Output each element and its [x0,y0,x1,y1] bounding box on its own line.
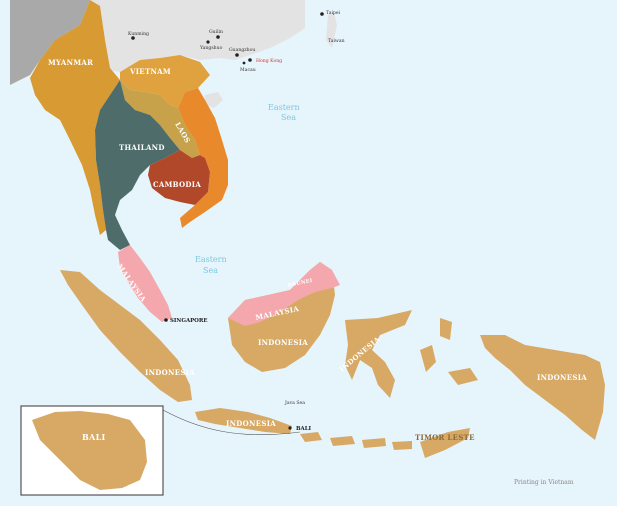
label-java-sea: Java Sea [284,400,305,406]
label-eastern-sea-north-1: Eastern [268,103,300,112]
lesser-sunda-islands [300,432,412,450]
south-asia-landmass [10,0,90,85]
peninsular-malaysia-region [118,245,172,322]
label-eastern-sea-north-2: Sea [281,113,296,122]
label-eastern-sea-south-2: Sea [203,266,218,275]
vietnam-south-region [178,88,228,228]
label-timor: TIMOR LESTE [415,433,475,442]
label-taipei: Taipei [326,10,341,16]
city-dot-kunming [131,36,135,40]
label-taiwan: Taiwan [328,38,345,44]
label-vietnam: VIETNAM [129,67,171,76]
city-dot-bali [288,426,292,430]
inset-pointer-line [162,409,301,436]
city-dot-yangshuo [206,40,210,44]
label-guilin: Guilin [209,29,223,35]
label-macau: Macau [240,67,256,73]
hainan-island [204,92,223,108]
bali-inset-island [32,411,147,490]
label-yangshuo: Yangshuo [199,45,223,51]
label-bali-inset: BALI [82,432,106,442]
city-dot-taipei [320,12,324,16]
label-bali: BALI [296,426,312,432]
papua-region [480,335,605,440]
java-island [195,408,292,434]
label-eastern-sea-south-1: Eastern [195,255,227,264]
sumatra-island [60,270,192,402]
label-hong-kong: Hong Kong [256,58,282,64]
footer-credit: Printing in Vietnam [514,479,574,486]
taiwan-island [326,13,337,48]
city-dot-guilin [216,35,220,39]
label-singapore: SINGAPORE [170,318,207,324]
label-indonesia-papua: INDONESIA [537,373,587,382]
label-thailand: THAILAND [119,143,165,152]
laos-region [120,80,200,158]
myanmar-region [30,0,120,235]
label-indonesia-sumatra: INDONESIA [145,368,195,377]
city-dot-singapore [164,318,168,322]
label-indonesia-java: INDONESIA [226,419,276,428]
label-brunei: BRUNEI [287,278,313,289]
label-guangzhou: Guangzhou [229,47,255,53]
timor-island [420,428,470,458]
label-indonesia-borneo: INDONESIA [258,338,308,347]
thailand-region [95,80,180,250]
label-kunming: Kunming [128,31,149,37]
cambodia-region [148,150,210,205]
label-myanmar: MYANMAR [48,58,93,67]
label-cambodia: CAMBODIA [153,180,201,189]
city-dot-guangzhou [235,53,239,57]
china-landmass [90,0,305,72]
city-dot-macau [242,61,246,65]
sulawesi-island [345,310,412,398]
maluku-islands [420,318,478,385]
borneo-malaysia-region [228,262,340,326]
city-dot-hong-kong [248,58,252,62]
vietnam-north-region [120,55,210,108]
